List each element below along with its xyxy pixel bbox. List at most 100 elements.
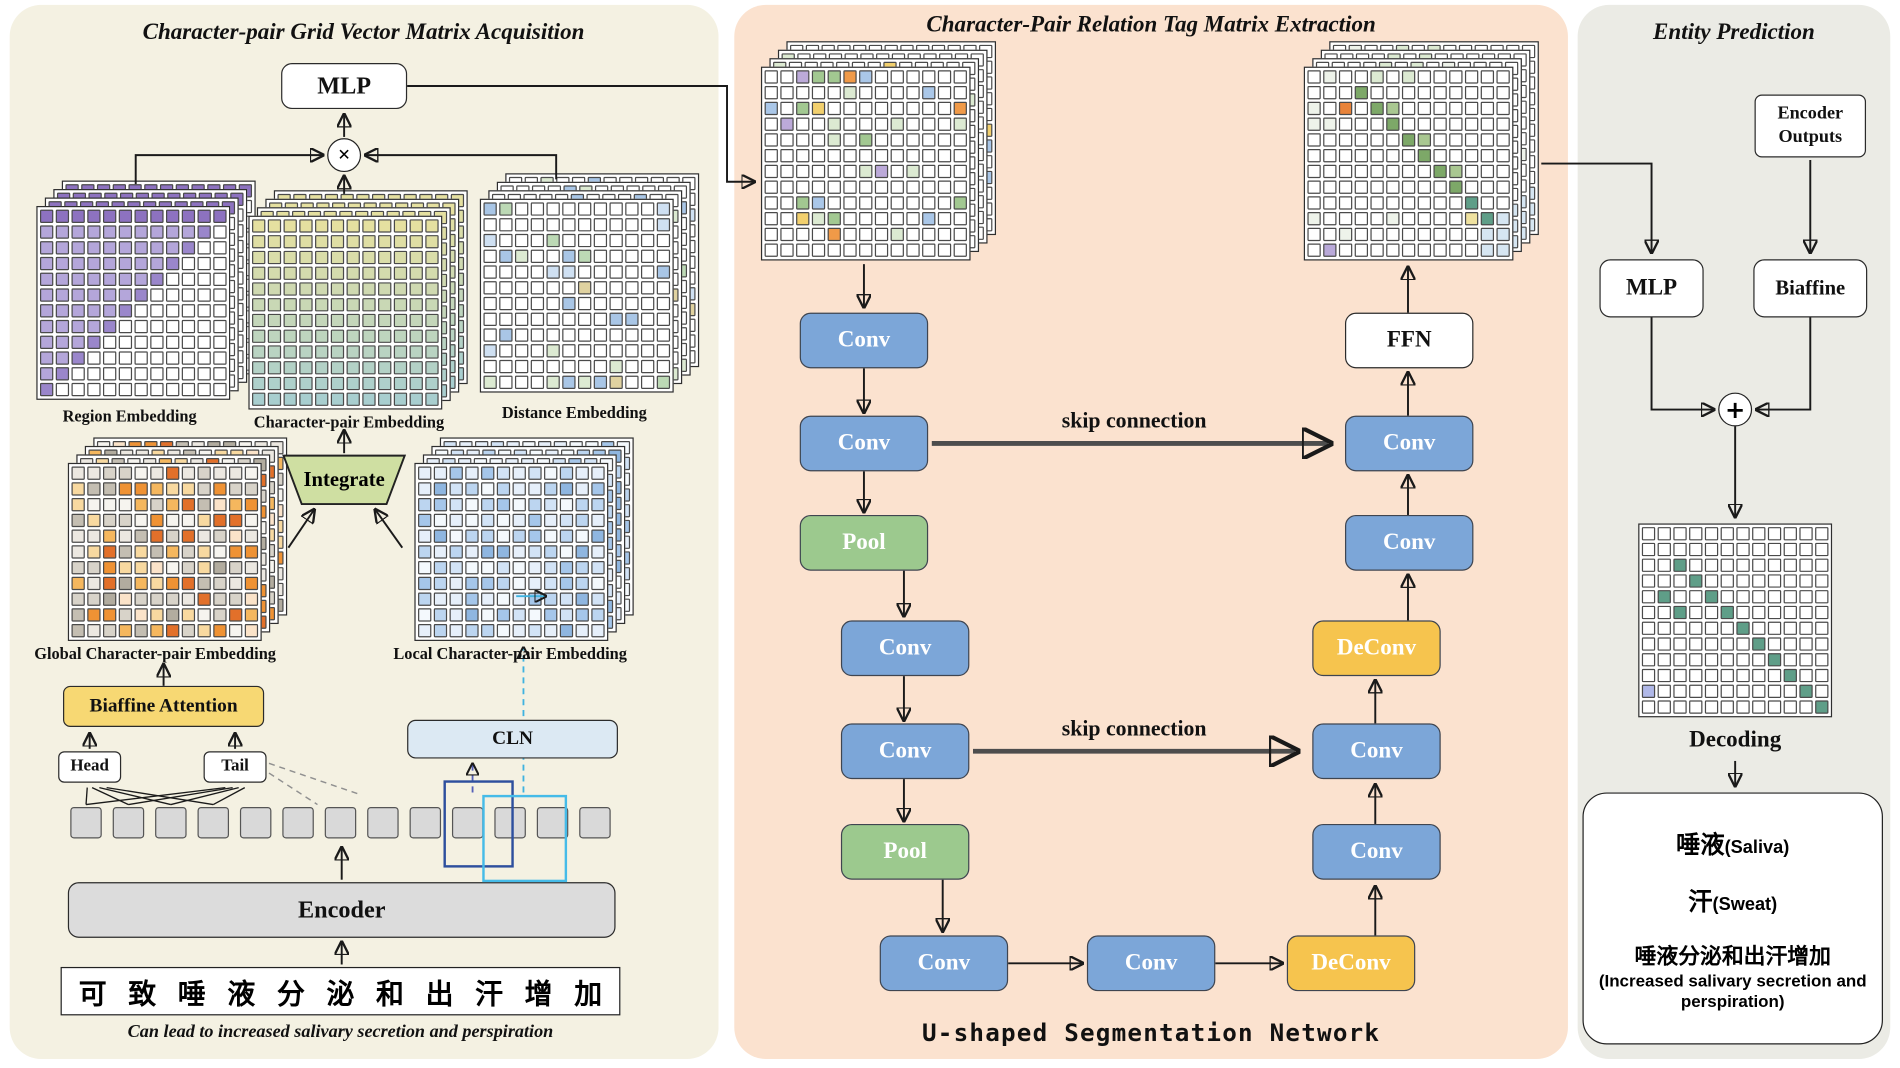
matrix-cell: [1386, 243, 1400, 257]
matrix-cell: [1417, 149, 1432, 163]
matrix-cell: [1736, 684, 1750, 698]
matrix-cell: [1720, 558, 1734, 572]
matrix-cell: [906, 149, 920, 163]
matrix-cell: [827, 133, 841, 147]
matrix-cell: [71, 288, 85, 302]
matrix-cell: [1417, 86, 1432, 100]
matrix-cell: [213, 624, 227, 638]
matrix-cell: [1417, 70, 1432, 84]
matrix-cell: [530, 296, 545, 311]
matrix-cell: [409, 329, 423, 343]
matrix-cell: [102, 576, 117, 591]
matrix-cell: [71, 545, 85, 559]
matrix-cell: [559, 545, 574, 559]
matrix-cell: [530, 249, 545, 263]
matrix-cell: [118, 304, 133, 318]
matrix-cell: [483, 233, 497, 248]
matrix-cell: [283, 266, 297, 280]
matrix-cell: [499, 328, 513, 342]
matrix-cell: [330, 250, 345, 265]
matrix-cell: [1783, 590, 1797, 604]
matrix-cell: [244, 592, 259, 606]
matrix-cell: [1704, 653, 1719, 667]
matrix-cell: [1799, 653, 1813, 667]
matrix-cell: [1370, 133, 1384, 147]
matrix-cell: [1449, 196, 1463, 210]
matrix-cell: [1704, 684, 1719, 698]
matrix-cell: [362, 266, 376, 280]
matrix-cell: [514, 233, 529, 248]
matrix-cell: [197, 335, 211, 349]
matrix-cell: [181, 209, 196, 223]
matrix-cell: [181, 498, 196, 512]
matrix-cell: [433, 513, 448, 528]
matrix-cell: [134, 241, 148, 255]
matrix-cell: [118, 351, 133, 365]
biaffine-node: Biaffine: [1753, 259, 1868, 318]
matrix-cell: [1323, 133, 1337, 147]
matrix-cell: [890, 70, 904, 84]
matrix-cell: [267, 250, 282, 265]
matrix-cell: [1657, 542, 1671, 557]
matrix-cell: [346, 250, 360, 265]
matrix-cell: [922, 133, 936, 147]
entity-zh: 唾液分泌和出汗增加: [1634, 944, 1831, 970]
matrix-cell: [953, 180, 967, 194]
matrix-cell: [1354, 227, 1369, 242]
matrix-cell: [283, 361, 297, 375]
segmentation-output-matrix: [1303, 41, 1539, 261]
matrix-cell: [1689, 527, 1703, 541]
matrix-cell: [315, 392, 329, 406]
matrix-cell: [118, 256, 133, 271]
matrix-cell: [150, 513, 164, 528]
region-embedding-label: Region Embedding: [62, 407, 197, 426]
matrix-cell: [393, 392, 408, 406]
matrix-cell: [181, 561, 196, 575]
matrix-cell: [1449, 70, 1463, 84]
matrix-cell: [1338, 196, 1353, 210]
matrix-cell: [102, 529, 117, 543]
matrix-cell: [393, 298, 408, 312]
matrix-cell: [150, 319, 164, 334]
matrix-cell: [481, 529, 495, 543]
matrix-cell: [39, 335, 54, 349]
token-box: [536, 806, 569, 839]
sentence-char: 泌: [326, 979, 355, 1011]
matrix-cell: [39, 351, 54, 365]
matrix-cell: [796, 164, 810, 179]
matrix-cell: [890, 227, 904, 242]
matrix-cell: [640, 202, 655, 216]
matrix-cell: [244, 545, 259, 559]
matrix-cell: [181, 304, 196, 318]
matrix-cell: [546, 328, 560, 342]
matrix-cell: [1496, 196, 1510, 210]
matrix-cell: [640, 312, 655, 326]
matrix-cell: [197, 256, 211, 271]
matrix-cell: [1449, 86, 1463, 100]
matrix-cell: [640, 328, 655, 342]
skip-connection-label-2: skip connection: [1061, 716, 1207, 741]
matrix-cell: [134, 482, 148, 496]
matrix-cell: [796, 70, 810, 84]
matrix-cell: [150, 241, 164, 255]
matrix-cell: [890, 101, 904, 116]
matrix-cell: [499, 202, 513, 216]
matrix-cell: [483, 249, 497, 263]
matrix-cell: [953, 86, 967, 100]
matrix-cell: [213, 304, 227, 318]
matrix-cell: [559, 576, 574, 591]
entity-en: (Saliva): [1724, 837, 1790, 858]
matrix-cell: [1354, 243, 1369, 257]
matrix-cell: [1433, 117, 1447, 131]
matrix-cell: [591, 608, 605, 622]
matrix-cell: [1323, 149, 1337, 163]
matrix-cell: [197, 482, 211, 496]
matrix-cell: [102, 241, 117, 255]
matrix-cell: [299, 329, 313, 343]
sentence-char: 增: [524, 979, 553, 1011]
matrix-cell: [315, 250, 329, 265]
matrix-cell: [625, 375, 639, 389]
matrix-cell: [102, 561, 117, 575]
matrix-cell: [1673, 637, 1687, 651]
matrix-cell: [562, 281, 576, 295]
